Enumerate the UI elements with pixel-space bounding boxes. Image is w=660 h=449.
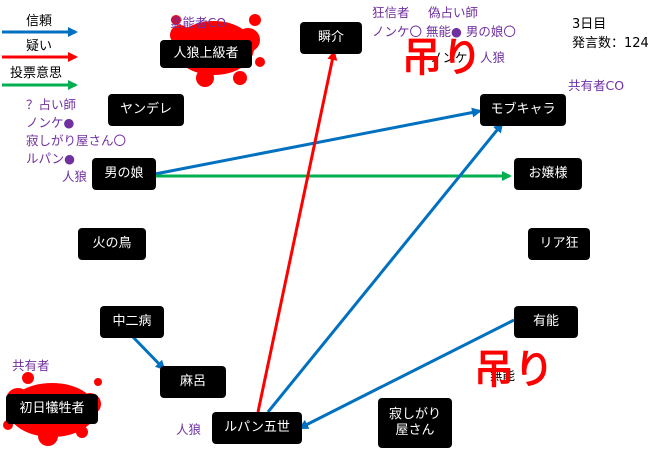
annotation-lupin-dot: ルパン● — [26, 151, 76, 166]
node-maro: 麻呂 — [160, 366, 226, 398]
annotation-results-line: ノンケ〇 無能● 男の娘〇 — [372, 24, 516, 39]
annotation-sabishigari-o: 寂しがり屋さん〇 — [26, 133, 127, 148]
annotation-kyouyuu: 共有者 — [12, 358, 50, 373]
edge-yuunou-to-lupin — [298, 318, 515, 430]
node-sabishigari: 寂しがり屋さん — [378, 398, 452, 448]
annotation-nonke: ノンケ — [430, 50, 468, 65]
annotation-jinro-lupin: 人狼 — [176, 422, 202, 437]
annotation-jinro-otoko: 人狼 — [62, 169, 88, 184]
node-mob: モブキャラ — [480, 94, 566, 126]
edge-chuunibyou-to-maro — [130, 334, 166, 371]
edge-lupin-to-mob — [266, 122, 504, 413]
annotation-jinro-mob: 人狼 — [480, 50, 506, 65]
annotation-kyouyuu-co: 共有者CO — [568, 78, 625, 93]
node-shunsuke: 瞬介 — [300, 22, 362, 54]
node-lupin: ルパン五世 — [212, 412, 302, 444]
annotation-nise-uranai: 偽占い師 — [428, 5, 479, 20]
annotation-reinou-co: 霊能者CO — [170, 15, 227, 30]
edge-otokonoko-to-mob — [154, 107, 482, 176]
hang-mark-top: 吊り — [402, 34, 482, 81]
speech-count: 発言数：124 — [572, 36, 649, 51]
annotation-uranai-q: ？占い師 — [26, 97, 77, 112]
node-ojousama: お嬢様 — [514, 158, 582, 190]
hang-mark-bottom: 吊り — [474, 346, 554, 393]
annotation-kyoushinja: 狂信者 — [372, 5, 410, 20]
node-jinro-joukyuu: 人狼上級者 — [160, 40, 252, 68]
node-otokonoko: 男の娘 — [92, 158, 156, 190]
legend-doubt-label: 疑い — [26, 39, 53, 54]
annotation-munou: 無能 — [490, 368, 516, 383]
node-shonichi: 初日犠牲者 — [6, 394, 98, 424]
node-yuunou: 有能 — [514, 306, 578, 338]
node-chuunibyou: 中二病 — [100, 306, 164, 338]
edge-lupin-to-shunsuke — [256, 50, 338, 413]
day-label: 3日目 — [572, 17, 607, 32]
node-yandere: ヤンデレ — [108, 94, 184, 126]
legend-trust-label: 信頼 — [26, 14, 53, 29]
node-riakyou: リア狂 — [528, 228, 590, 260]
node-hinotori: 火の鳥 — [78, 228, 146, 260]
legend-vote-label: 投票意思 — [10, 66, 63, 81]
annotation-nonke-dot: ノンケ● — [26, 115, 75, 130]
